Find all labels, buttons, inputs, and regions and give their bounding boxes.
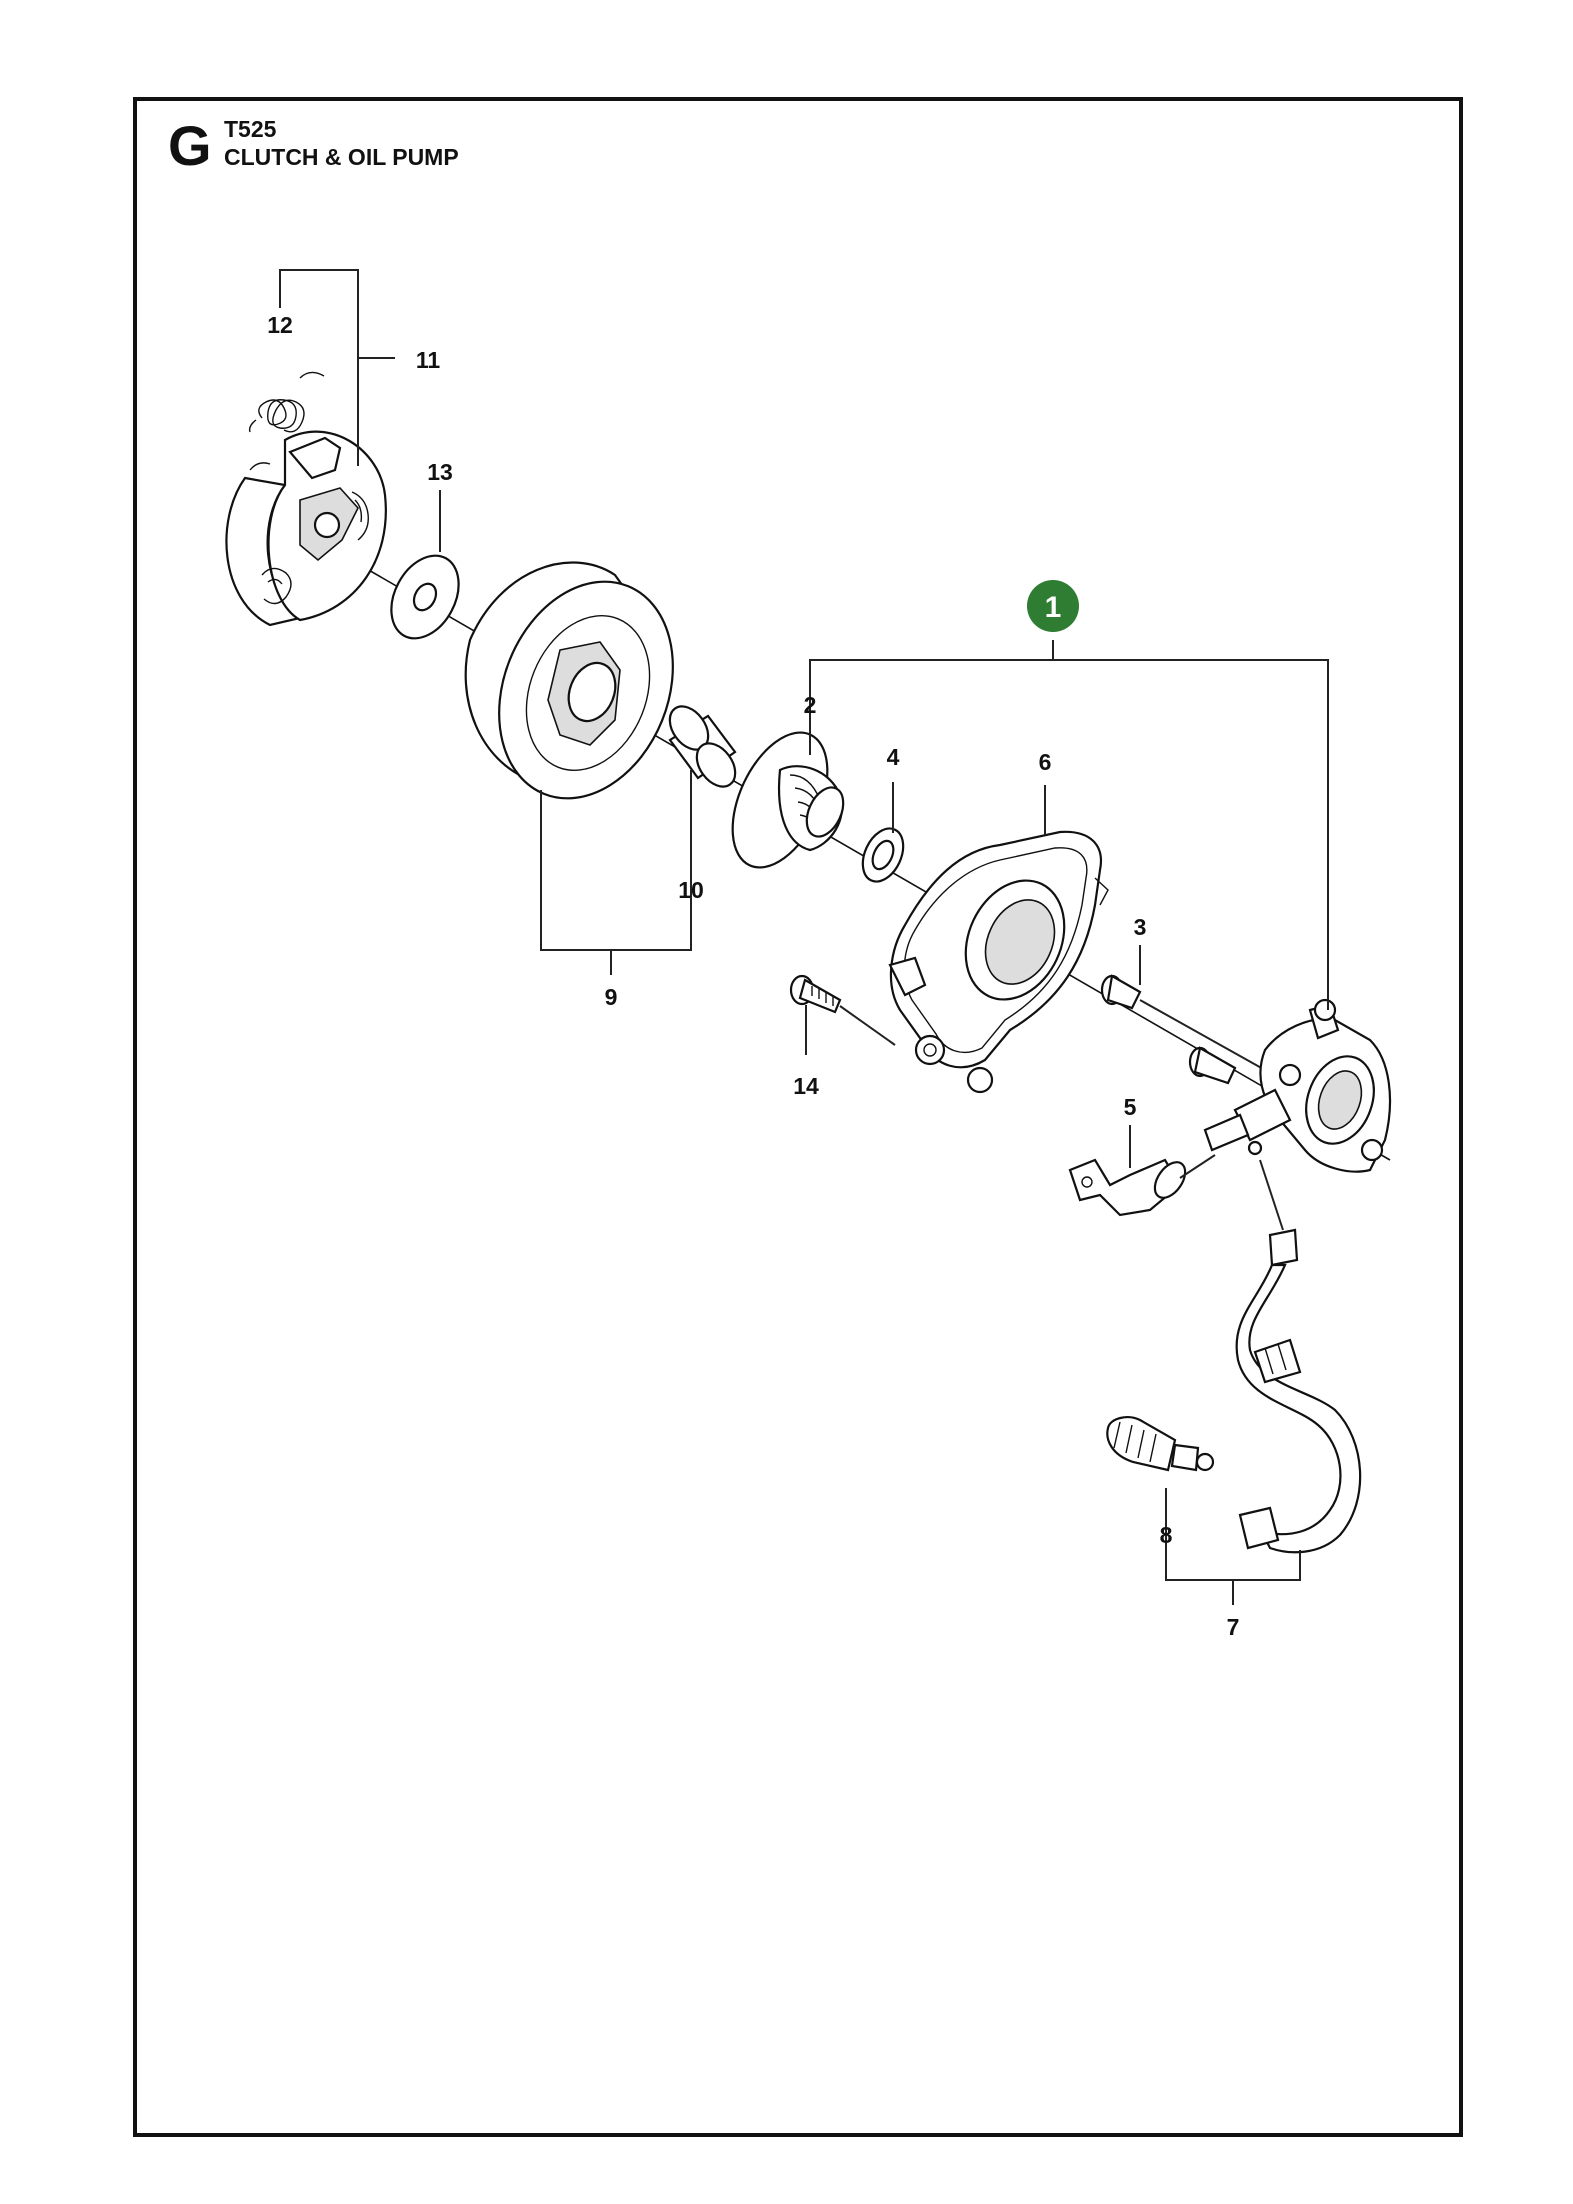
- assembly-badge-label: 1: [1045, 591, 1062, 624]
- callout-7: 7: [1227, 1614, 1240, 1640]
- callout-13: 13: [427, 459, 453, 485]
- callout-3: 3: [1134, 914, 1147, 940]
- washer-part-13: [390, 554, 460, 640]
- callout-10: 10: [678, 877, 704, 903]
- spring-part-12: [248, 371, 325, 433]
- callout-6: 6: [1039, 749, 1052, 775]
- leader-9-10: [540, 770, 692, 951]
- assembly-badge: 1: [1027, 580, 1079, 632]
- oil-hose-part-7: [1235, 1159, 1362, 1554]
- callout-8: 8: [1160, 1522, 1173, 1548]
- oil-pump-body-part-1: [1203, 998, 1392, 1173]
- screw-part-14: [789, 974, 896, 1046]
- worm-gear-part-2: [731, 731, 845, 869]
- callout-5: 5: [1124, 1094, 1137, 1120]
- callout-2: 2: [804, 692, 817, 718]
- callout-14: 14: [793, 1073, 819, 1099]
- clutch-part-11: [225, 430, 387, 627]
- page-border: [133, 97, 1463, 2137]
- page-title: CLUTCH & OIL PUMP: [224, 144, 459, 170]
- strainer-part-8: [1106, 1416, 1215, 1472]
- pin-part-3: [1100, 974, 1266, 1085]
- callout-11: 11: [416, 347, 441, 373]
- washer-part-4: [861, 827, 905, 883]
- needle-bearing-part-10: [668, 705, 737, 788]
- clutch-drum-part-9: [464, 561, 674, 800]
- assembly-badge-circle: [1027, 580, 1079, 632]
- section-letter: G: [168, 114, 212, 177]
- model-number: T525: [224, 116, 277, 142]
- callout-12: 12: [267, 312, 293, 338]
- leader-11-12: [279, 269, 359, 466]
- cover-plate-part-6: [888, 830, 1109, 1094]
- leader-assembly-1: [809, 659, 1329, 1010]
- drive-arm-part-5: [1068, 1154, 1216, 1217]
- callout-4: 4: [887, 744, 900, 770]
- callout-9: 9: [605, 984, 618, 1010]
